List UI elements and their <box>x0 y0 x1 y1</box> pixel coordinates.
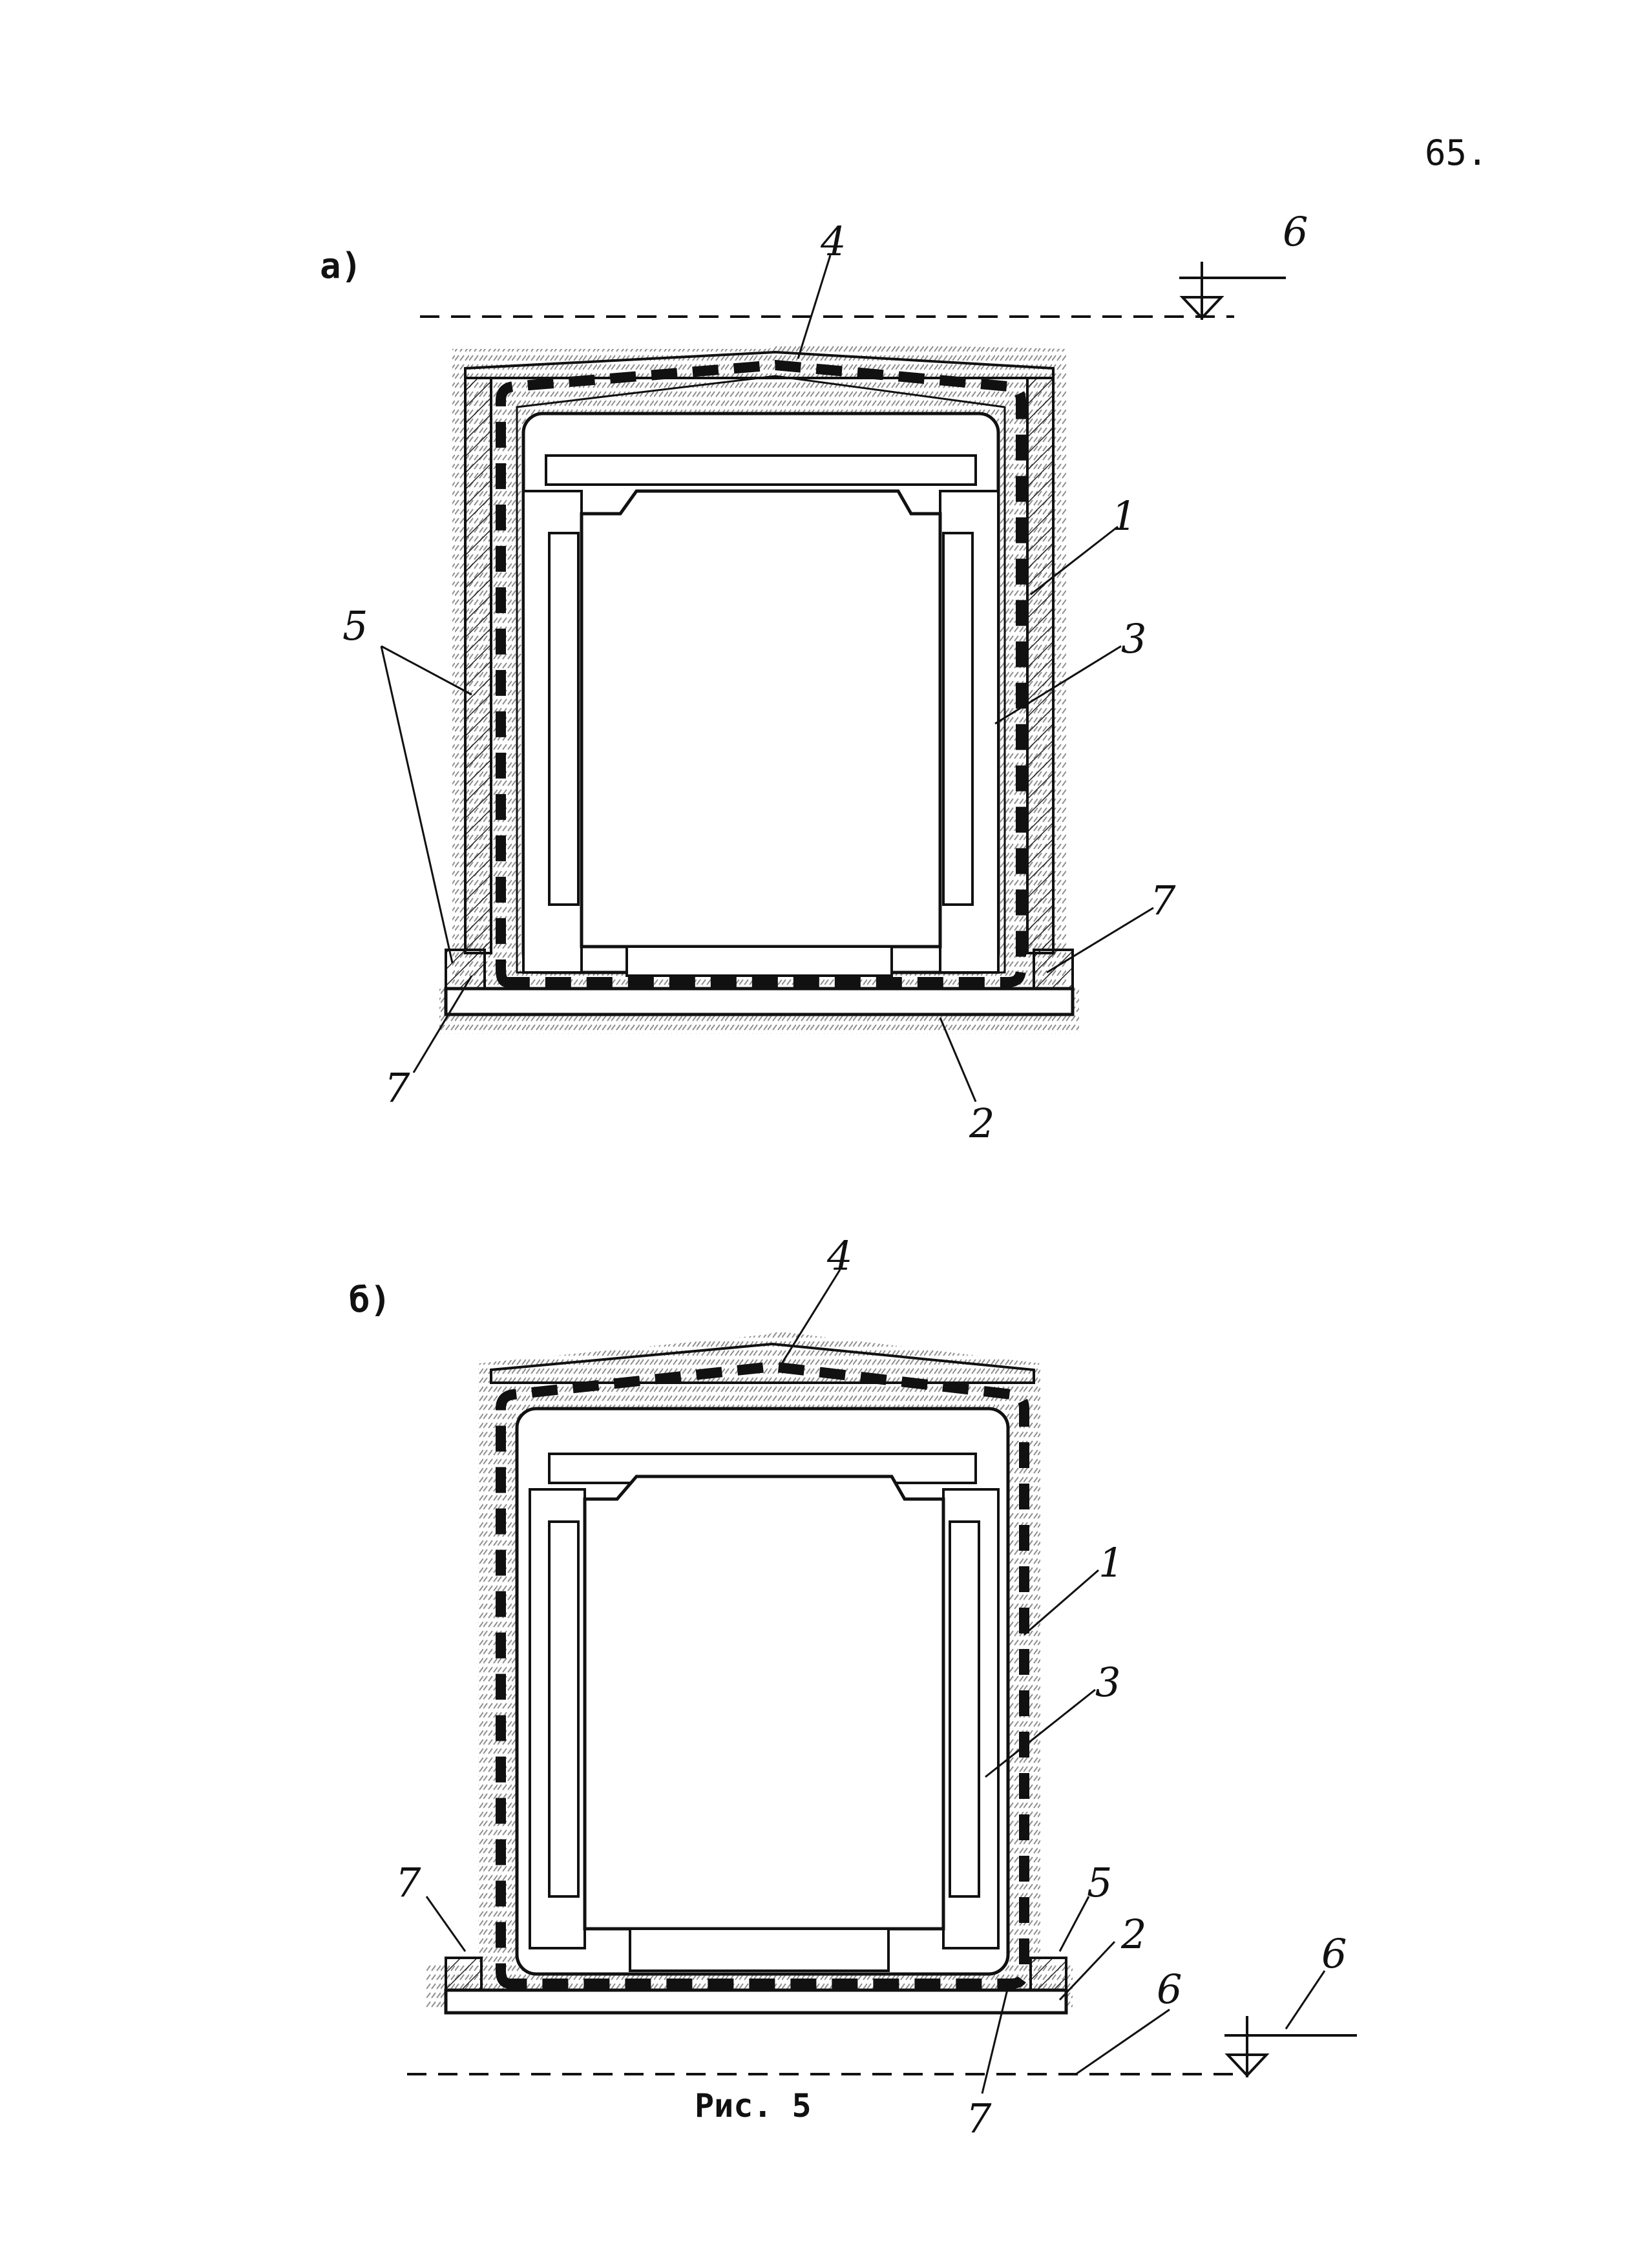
bottom-joint-right-b <box>1029 1957 1067 1991</box>
callout-1: 1 <box>1111 492 1137 540</box>
callout-7-left: 7 <box>384 1064 410 1111</box>
inner-box-b <box>583 1475 945 1931</box>
figure-caption: Рис. 5 <box>695 2087 812 2125</box>
bottom-joint-left-b <box>445 1957 483 1991</box>
waterproofing-layer-b <box>496 1361 1029 1989</box>
water-level-symbol <box>1179 262 1286 320</box>
panel-label-a: а) <box>320 246 362 286</box>
callout-7-right: 7 <box>1150 877 1176 924</box>
floor-block <box>625 945 893 977</box>
water-level-symbol-b <box>1224 2016 1357 2077</box>
callout-3-b: 3 <box>1095 1659 1120 1706</box>
side-panel-right <box>942 532 974 906</box>
callout-6-b-right: 6 <box>1321 1930 1347 1977</box>
callout-6-b: 6 <box>1157 1966 1182 2013</box>
callout-6: 6 <box>1283 208 1308 255</box>
callout-2: 2 <box>969 1100 994 1147</box>
protective-wall-left <box>464 377 492 954</box>
callout-2-b: 2 <box>1120 1911 1146 1958</box>
base-slab <box>444 987 1075 1016</box>
base-slab-b <box>444 1988 1068 2015</box>
panel-label-b: б) <box>349 1279 391 1320</box>
bottom-joint-left <box>445 949 486 990</box>
callout-4-b: 4 <box>826 1232 852 1279</box>
callout-7-b-left: 7 <box>395 1859 421 1906</box>
callout-3: 3 <box>1121 615 1146 662</box>
side-panel-right-b <box>949 1520 980 1898</box>
callout-1-b: 1 <box>1098 1539 1124 1586</box>
roof-protective-layer-b <box>490 1342 1035 1384</box>
figure-a: а) <box>320 208 1308 1147</box>
callout-5: 5 <box>342 602 368 649</box>
side-panel-left <box>548 532 580 906</box>
page-number: 65. <box>1425 132 1488 173</box>
callout-4: 4 <box>820 218 846 265</box>
inner-box <box>580 489 942 949</box>
ceiling-beam <box>545 454 977 486</box>
callout-7-b-bottom: 7 <box>966 2095 992 2142</box>
figure-b: б) <box>349 1232 1357 2142</box>
waterproofing-layer <box>496 359 1026 987</box>
floor-block-b <box>629 1927 890 1972</box>
protective-wall-right <box>1026 377 1055 954</box>
side-panel-left-b <box>548 1520 580 1898</box>
callout-5-b: 5 <box>1087 1859 1112 1906</box>
